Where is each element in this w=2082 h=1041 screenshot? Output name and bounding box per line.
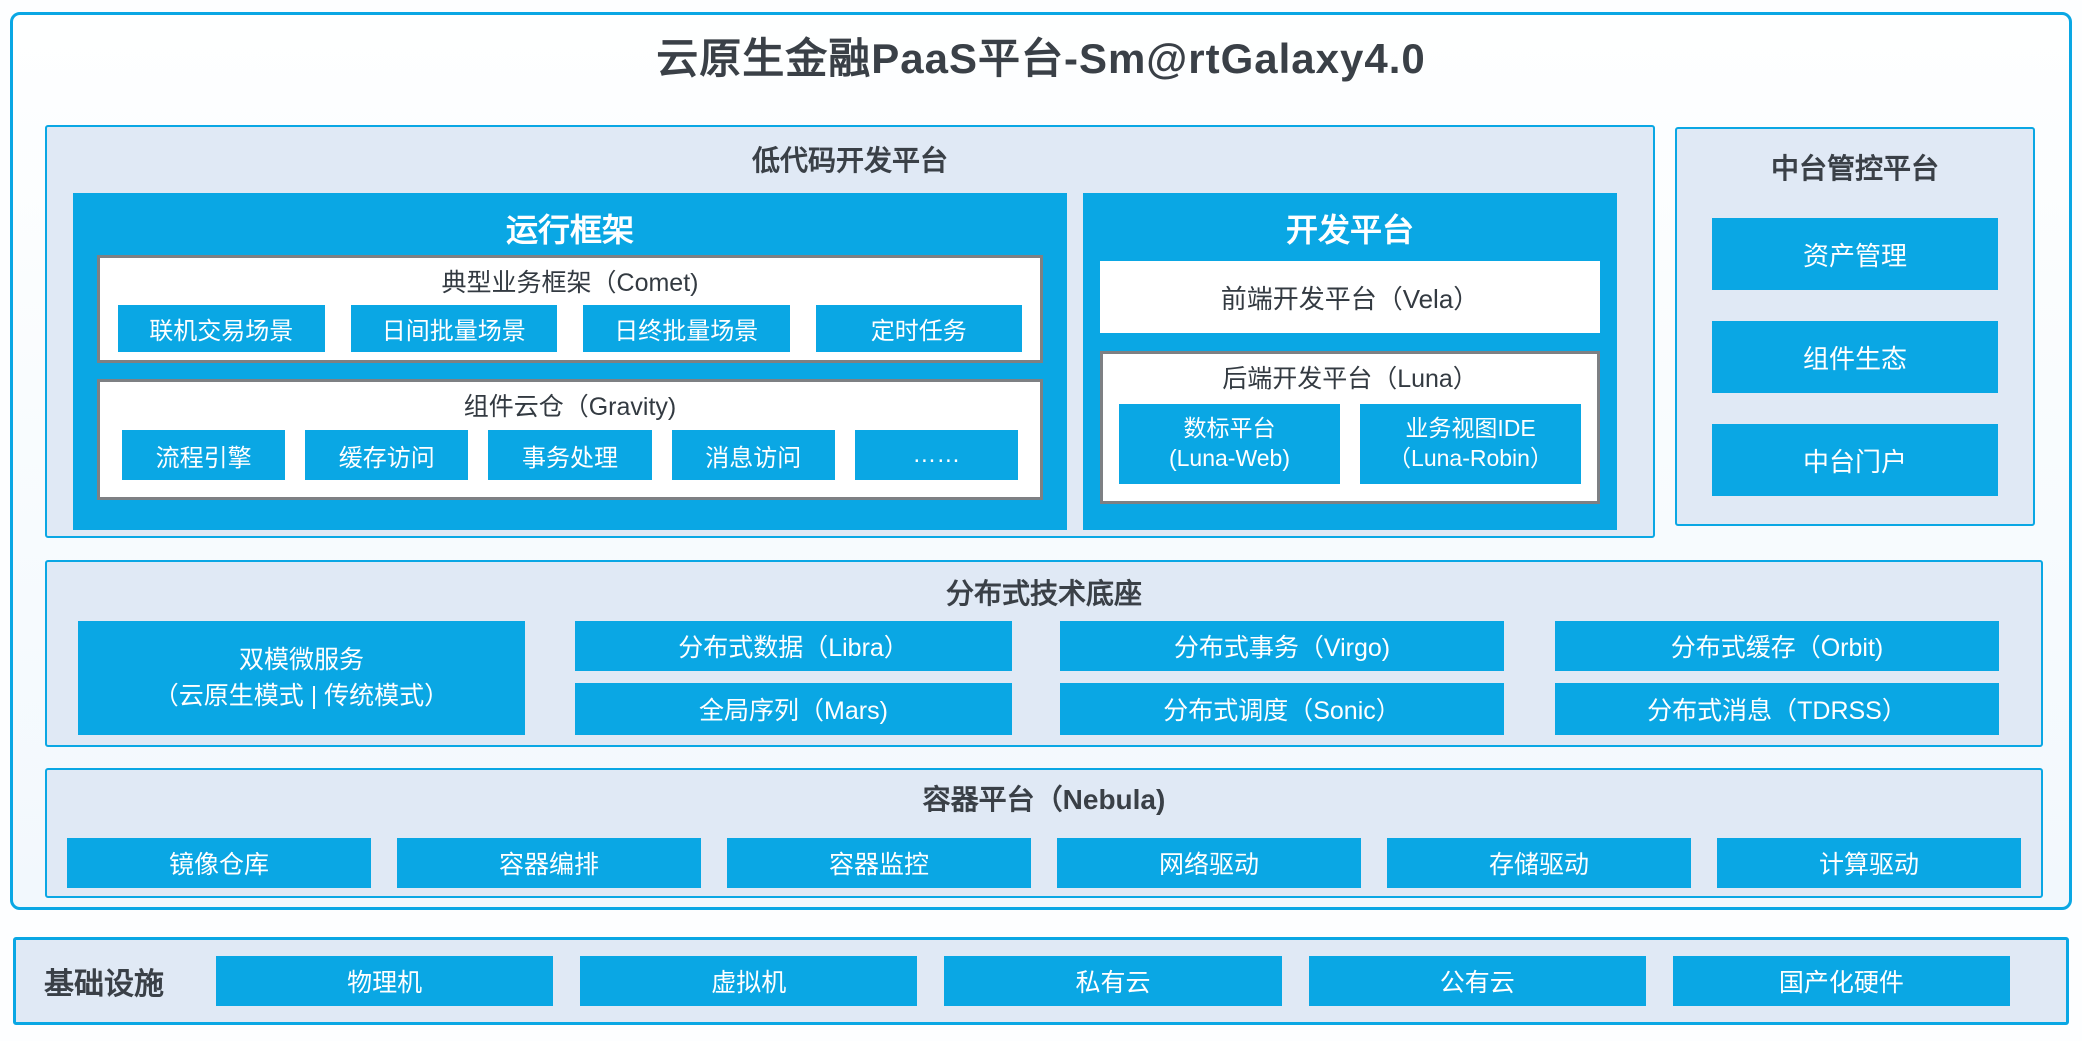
- gravity-item-ellipsis: ……: [854, 430, 1019, 480]
- comet-items-row: 联机交易场景 日间批量场景 日终批量场景 定时任务: [118, 305, 1022, 352]
- infra-item-physical-machine: 物理机: [216, 956, 554, 1006]
- low-code-panel-title: 低代码开发平台: [751, 145, 948, 176]
- panel-infrastructure: 基础设施 物理机 虚拟机 私有云 公有云 国产化硬件: [13, 937, 2069, 1025]
- infra-item-public-cloud: 公有云: [1308, 956, 1646, 1006]
- luna-robin-item: 业务视图IDE （Luna-Robin）: [1360, 404, 1581, 484]
- gravity-item-process-engine: 流程引擎: [122, 430, 286, 480]
- distributed-scheduling-sonic-box: 分布式调度（Sonic）: [1060, 683, 1504, 735]
- container-item-monitoring: 容器监控: [727, 838, 1031, 888]
- panel-low-code-platform: 低代码开发平台 运行框架 典型业务框架（Comet) 联机交易场景 日间批量场景…: [45, 125, 1655, 538]
- panel-distributed-base: 分布式技术底座 双模微服务 （云原生模式 | 传统模式） 分布式数据（Libra…: [45, 560, 2043, 747]
- mid-platform-title: 中台管控平台: [1770, 153, 1939, 184]
- comet-business-framework-box: 典型业务框架（Comet) 联机交易场景 日间批量场景 日终批量场景 定时任务: [97, 255, 1043, 363]
- container-item-orchestration: 容器编排: [397, 838, 701, 888]
- page-title: 云原生金融PaaS平台-Sm@rtGalaxy4.0: [656, 35, 1426, 82]
- gravity-component-warehouse-box: 组件云仓（Gravity) 流程引擎 缓存访问 事务处理 消息访问 ……: [97, 379, 1043, 500]
- block-runtime-framework: 运行框架 典型业务框架（Comet) 联机交易场景 日间批量场景 日终批量场景 …: [73, 193, 1067, 530]
- luna-backend-platform-box: 后端开发平台（Luna） 数标平台 (Luna-Web) 业务视图IDE （Lu…: [1100, 351, 1600, 504]
- container-platform-title: 容器平台（Nebula): [922, 784, 1166, 815]
- infrastructure-items-row: 物理机 虚拟机 私有云 公有云 国产化硬件: [216, 956, 2011, 1006]
- container-items-row: 镜像仓库 容器编排 容器监控 网络驱动 存储驱动 计算驱动: [67, 838, 2021, 888]
- infrastructure-title: 基础设施: [44, 968, 164, 1001]
- mid-item-asset-management: 资产管理: [1712, 218, 1998, 290]
- mid-item-portal: 中台门户: [1712, 424, 1998, 496]
- distributed-message-tdrss-box: 分布式消息（TDRSS）: [1555, 683, 1999, 735]
- container-item-image-registry: 镜像仓库: [67, 838, 371, 888]
- infra-item-virtual-machine: 虚拟机: [580, 956, 918, 1006]
- luna-robin-name: 业务视图IDE: [1405, 415, 1536, 442]
- luna-web-name: 数标平台: [1183, 415, 1276, 442]
- gravity-box-title: 组件云仓（Gravity): [463, 393, 677, 421]
- luna-box-title: 后端开发平台（Luna）: [1222, 365, 1478, 393]
- distributed-data-libra-box: 分布式数据（Libra）: [575, 621, 1012, 671]
- runtime-framework-title: 运行框架: [505, 212, 634, 248]
- container-item-network-driver: 网络驱动: [1057, 838, 1361, 888]
- platform-architecture-container: 云原生金融PaaS平台-Sm@rtGalaxy4.0 低代码开发平台 运行框架 …: [10, 12, 2072, 910]
- luna-robin-code: （Luna-Robin）: [1388, 445, 1553, 471]
- dual-mode-line1: 双模微服务: [238, 645, 364, 674]
- luna-web-item: 数标平台 (Luna-Web): [1119, 404, 1340, 484]
- distributed-transaction-virgo-box: 分布式事务（Virgo): [1060, 621, 1504, 671]
- dual-mode-microservices-box: 双模微服务 （云原生模式 | 传统模式）: [78, 621, 525, 735]
- gravity-items-row: 流程引擎 缓存访问 事务处理 消息访问 ……: [122, 430, 1019, 480]
- panel-container-platform: 容器平台（Nebula) 镜像仓库 容器编排 容器监控 网络驱动 存储驱动 计算…: [45, 768, 2043, 898]
- gravity-item-transaction-processing: 事务处理: [488, 430, 652, 480]
- distributed-base-title: 分布式技术底座: [945, 578, 1142, 609]
- mid-item-component-ecosystem: 组件生态: [1712, 321, 1998, 393]
- comet-item-eod-batch: 日终批量场景: [583, 305, 790, 352]
- distributed-cache-orbit-box: 分布式缓存（Orbit): [1555, 621, 1999, 671]
- container-item-compute-driver: 计算驱动: [1717, 838, 2021, 888]
- luna-web-code: (Luna-Web): [1168, 445, 1291, 471]
- vela-frontend-platform-box: 前端开发平台（Vela）: [1100, 261, 1600, 333]
- infra-item-domestic-hardware: 国产化硬件: [1672, 956, 2011, 1006]
- comet-box-title: 典型业务框架（Comet): [441, 269, 699, 297]
- infra-item-private-cloud: 私有云: [944, 956, 1282, 1006]
- dev-platform-title: 开发平台: [1285, 212, 1414, 248]
- gravity-item-cache-access: 缓存访问: [305, 430, 469, 480]
- comet-item-online-trading: 联机交易场景: [118, 305, 325, 352]
- global-sequence-mars-box: 全局序列（Mars): [575, 683, 1012, 735]
- block-dev-platform: 开发平台 前端开发平台（Vela） 后端开发平台（Luna） 数标平台 (Lun…: [1083, 193, 1617, 530]
- gravity-item-message-access: 消息访问: [671, 430, 835, 480]
- comet-item-daytime-batch: 日间批量场景: [350, 305, 557, 352]
- dual-mode-line2: （云原生模式 | 传统模式）: [153, 682, 450, 710]
- luna-items-row: 数标平台 (Luna-Web) 业务视图IDE （Luna-Robin）: [1119, 404, 1581, 484]
- container-item-storage-driver: 存储驱动: [1387, 838, 1691, 888]
- panel-mid-platform-management: 中台管控平台 资产管理 组件生态 中台门户: [1675, 127, 2035, 526]
- comet-item-scheduled-task: 定时任务: [815, 305, 1022, 352]
